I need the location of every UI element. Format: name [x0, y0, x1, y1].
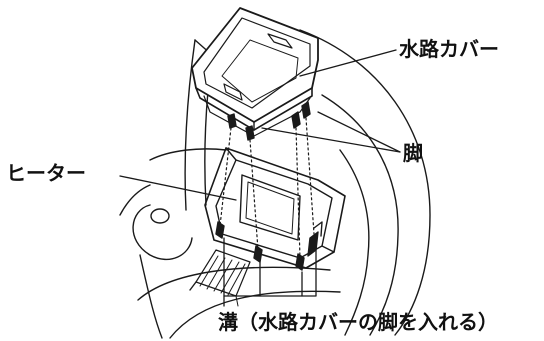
heater-leader	[119, 175, 237, 201]
water-channel-cover-label: 水路カバー	[399, 37, 499, 61]
heater-element	[239, 174, 301, 241]
cover-legs	[227, 101, 311, 141]
heater-label: ヒーター	[6, 161, 86, 185]
legs-leader-a	[317, 111, 401, 153]
hatched-duct	[189, 249, 251, 307]
water-channel-cover	[191, 7, 319, 141]
groove-bracket	[223, 237, 317, 297]
legs-label: 脚	[403, 141, 423, 165]
groove-label: 溝（水路カバーの脚を入れる）	[218, 310, 498, 334]
legs-leader-b	[261, 127, 401, 153]
water-channel	[204, 147, 346, 271]
cover-leader	[299, 49, 397, 77]
alignment-lines	[219, 117, 315, 259]
leader-lines	[119, 49, 401, 307]
